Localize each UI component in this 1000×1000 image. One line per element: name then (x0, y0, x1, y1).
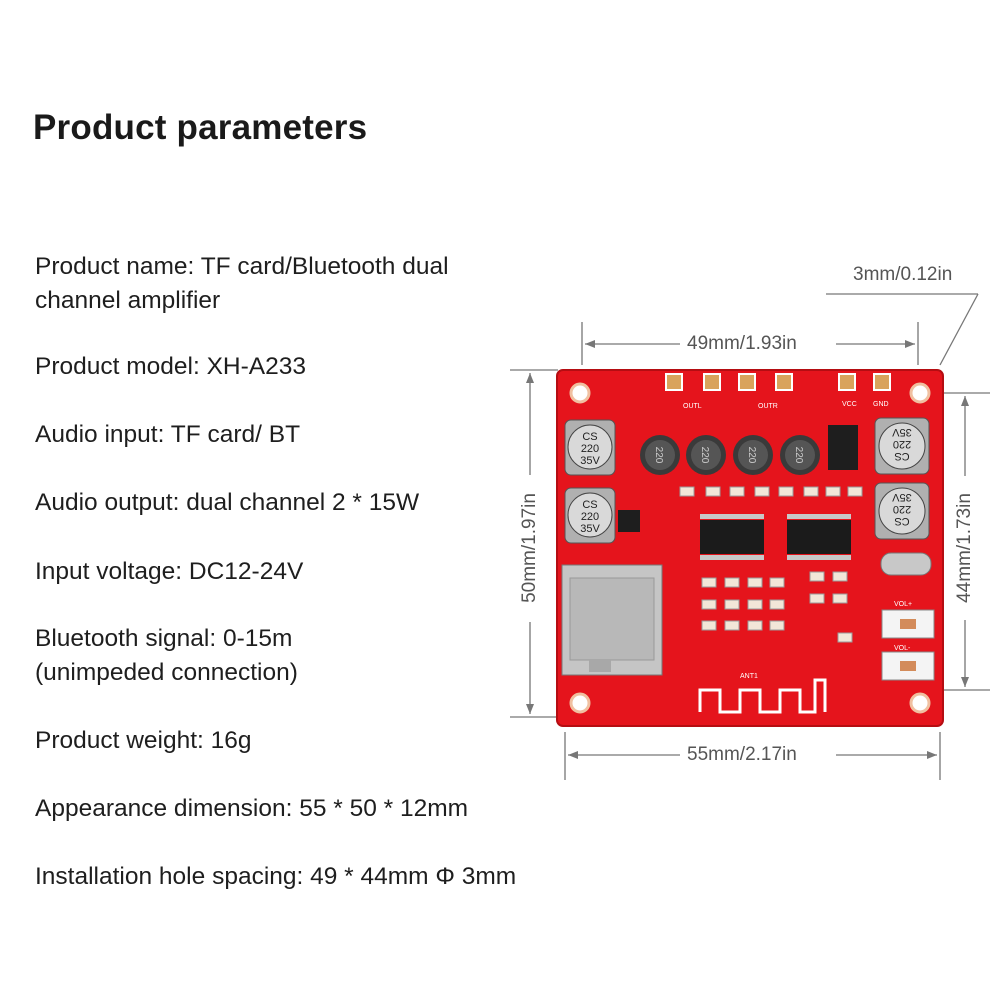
capacitor-right-top: CS 220 35V (874, 417, 930, 475)
silkscreen-ant1: ANT1 (740, 673, 758, 680)
param-input-voltage: Input voltage: DC12-24V (35, 558, 304, 585)
param-bluetooth-signal-line1: Bluetooth signal: 0-15m (35, 625, 293, 652)
amplifier-ic-left (700, 520, 764, 554)
ic-pins (700, 514, 851, 560)
dimension-lines (510, 293, 990, 780)
crystal-oscillator (880, 552, 932, 576)
param-bluetooth-signal-line2: (unimpeded connection) (35, 659, 298, 686)
capacitor-label-cs: CS (582, 431, 597, 443)
capacitor-label-cs: CS (582, 499, 597, 511)
inductors: 220 220 220 220 (640, 435, 820, 475)
param-audio-input: Audio input: TF card/ BT (35, 421, 301, 448)
amplifier-ic-right (787, 520, 851, 554)
capacitor-label-220: 220 (893, 503, 911, 515)
mount-hole-bottom-right (909, 692, 931, 714)
small-regulator (618, 510, 640, 532)
vol-minus-button-actuator (900, 661, 916, 671)
inductor-label: 220 (746, 447, 757, 464)
param-product-weight: Product weight: 16g (35, 727, 252, 754)
regulator-chip (828, 425, 858, 470)
capacitor-label-cs: CS (894, 450, 909, 462)
capacitor-right-bottom: CS 220 35V (874, 482, 930, 540)
silkscreen-vol-plus: VOL+ (894, 601, 912, 608)
silkscreen-vcc: VCC (842, 401, 857, 408)
capacitor-label-35v: 35V (580, 523, 600, 535)
param-product-name-line1: Product name: TF card/Bluetooth dual (35, 253, 449, 280)
pcb-board: OUTL OUTR VCC GND VOL+ VOL- ANT1 CS 220 … (556, 369, 944, 727)
tf-card-slot (561, 564, 663, 676)
param-bluetooth-signal: Bluetooth signal: 0-15m (unimpeded conne… (35, 622, 298, 690)
param-appearance-dimension: Appearance dimension: 55 * 50 * 12mm (35, 795, 469, 822)
inductor-label: 220 (793, 447, 804, 464)
capacitor-label-220: 220 (893, 438, 911, 450)
hole-diameter-leader-diagonal (939, 293, 979, 366)
smd-components (679, 486, 863, 643)
inductor-label: 220 (699, 447, 710, 464)
dimension-hole-diameter: 3mm/0.12in (853, 264, 953, 285)
capacitor-label-35v: 35V (892, 491, 912, 503)
silkscreen-outl: OUTL (683, 403, 702, 410)
inductor-label: 220 (653, 447, 664, 464)
capacitor-label-35v: 35V (580, 455, 600, 467)
silkscreen-gnd: GND (873, 401, 889, 408)
silkscreen-vol-minus: VOL- (894, 645, 911, 652)
mount-hole-top-left (569, 382, 591, 404)
param-audio-output: Audio output: dual channel 2 * 15W (35, 489, 420, 516)
page-title: Product parameters (33, 108, 368, 147)
param-product-name-line2: channel amplifier (35, 287, 221, 314)
param-product-model: Product model: XH-A233 (35, 353, 306, 380)
bluetooth-antenna-trace (698, 678, 827, 714)
capacitor-left-top: CS 220 35V (564, 419, 616, 476)
vol-plus-button-actuator (900, 619, 916, 629)
dimension-hole-spacing-width: 49mm/1.93in (687, 333, 797, 354)
capacitor-label-220: 220 (581, 511, 599, 523)
header-pads (665, 373, 891, 391)
capacitor-label-cs: CS (894, 515, 909, 527)
electrolytic-capacitors: CS 220 35V CS 220 35V CS 220 35V (564, 417, 930, 544)
volume-buttons (881, 609, 935, 681)
mount-hole-top-right (909, 382, 931, 404)
mount-hole-bottom-left (569, 692, 591, 714)
capacitor-label-220: 220 (581, 443, 599, 455)
param-installation-hole-spacing: Installation hole spacing: 49 * 44mm Φ 3… (35, 863, 517, 890)
silkscreen-outr: OUTR (758, 403, 778, 410)
dimension-board-width: 55mm/2.17in (687, 744, 797, 765)
dimension-board-height: 50mm/1.97in (519, 493, 540, 603)
dimension-hole-spacing-height: 44mm/1.73in (954, 493, 975, 603)
capacitor-label-35v: 35V (892, 426, 912, 438)
capacitor-left-bottom: CS 220 35V (564, 487, 616, 544)
dimension-arrowheads (526, 340, 969, 759)
param-product-name: Product name: TF card/Bluetooth dual cha… (35, 250, 449, 318)
